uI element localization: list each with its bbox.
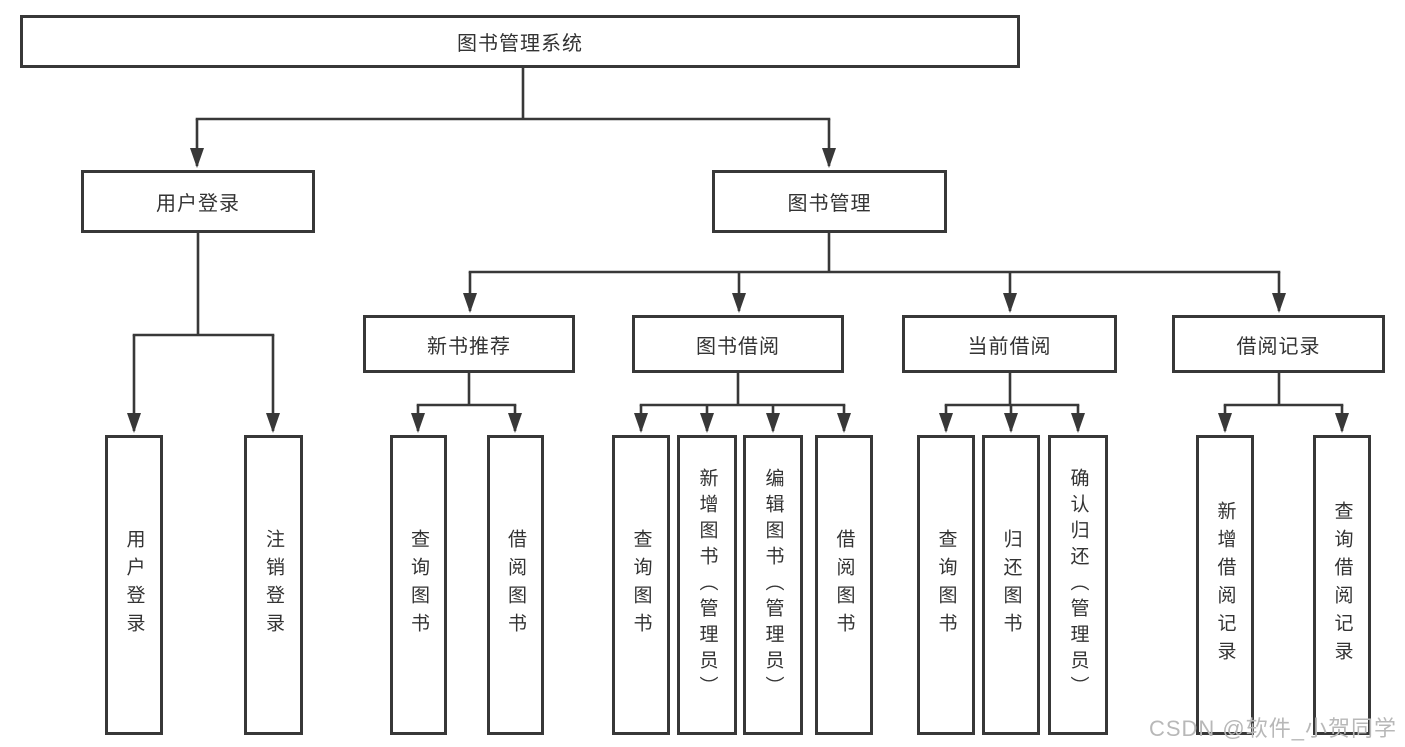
csdn-watermark: CSDN @软件_小贺同学 [1148,716,1397,741]
leaf-logout: 注销登录 [244,435,303,735]
leaf-add-books-admin: 新增图书（管理员） [677,435,737,735]
leaf-edit-books-admin: 编辑图书（管理员） [743,435,803,735]
connector-userlogin-to-leaves [127,233,280,433]
leaf-query-books: 查询图书 [917,435,975,735]
node-book-management: 图书管理 [712,170,947,233]
connector-bookmgmt-to-sections [463,233,1286,313]
leaf-borrow-books: 借阅图书 [815,435,873,735]
connector-currentborrow-to-leaves [939,373,1085,433]
leaf-add-borrow-record: 新增借阅记录 [1196,435,1254,735]
leaf-query-borrow-record: 查询借阅记录 [1313,435,1371,735]
node-user-login: 用户登录 [81,170,315,233]
leaf-user-login: 用户登录 [105,435,163,735]
leaf-confirm-return-admin: 确认归还（管理员） [1048,435,1108,735]
connector-bookborrow-to-leaves [634,373,851,433]
node-root-system: 图书管理系统 [20,15,1020,68]
leaf-query-books: 查询图书 [390,435,447,735]
node-current-borrow: 当前借阅 [902,315,1117,373]
connector-borrowrecords-to-leaves [1218,373,1349,433]
connector-root-to-branches [190,68,836,168]
node-book-borrow: 图书借阅 [632,315,844,373]
connector-newbooks-to-leaves [411,373,522,433]
node-borrow-records: 借阅记录 [1172,315,1385,373]
node-new-book-recommend: 新书推荐 [363,315,575,373]
leaf-return-books: 归还图书 [982,435,1040,735]
leaf-borrow-books: 借阅图书 [487,435,544,735]
leaf-query-books: 查询图书 [612,435,670,735]
